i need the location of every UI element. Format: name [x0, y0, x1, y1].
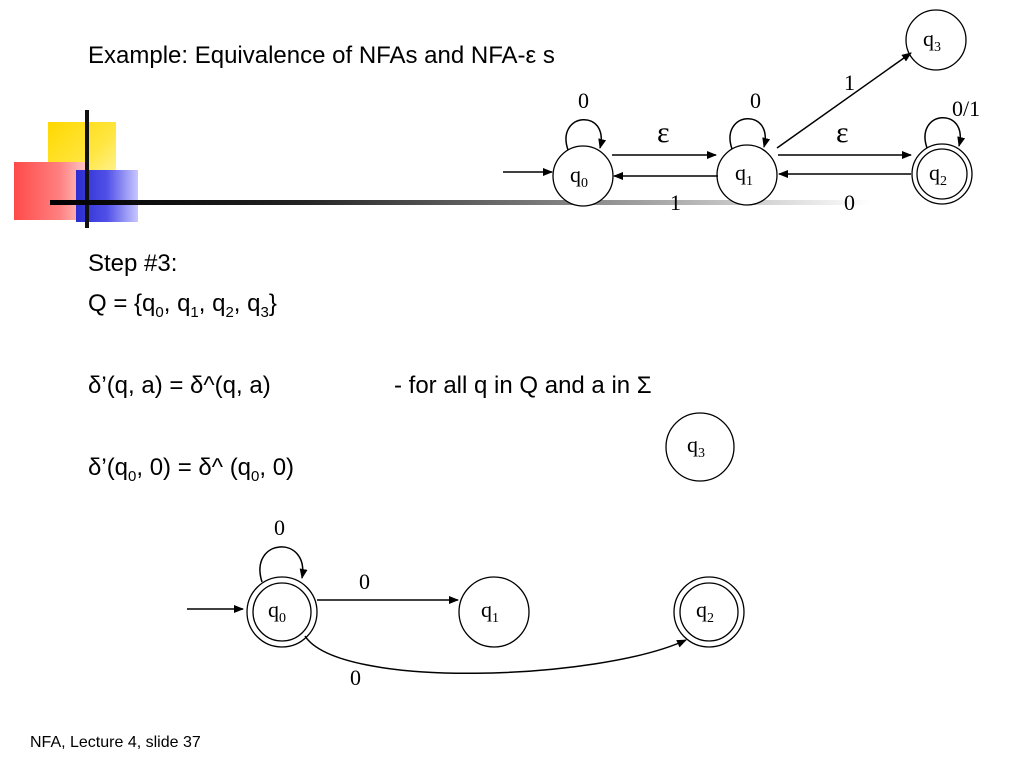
bottom-q0-loop-label: 0: [274, 515, 285, 540]
top-edge-q2-q1-label: 0: [844, 190, 855, 215]
top-state-q2-accepting-inner: [916, 148, 968, 200]
top-q1-self-loop: [729, 118, 771, 150]
decor-vertical-rule: [85, 110, 89, 228]
top-nfa-diagram: q0 q1 q2 q3 0 0 0/1 ε 1 ε 0 1: [503, 9, 980, 215]
top-state-q2-label: q2: [929, 160, 947, 189]
bottom-state-q1-label: q1: [481, 597, 499, 626]
top-state-q1: [716, 144, 778, 206]
bottom-state-q0-label: q0: [268, 597, 286, 626]
slide-footer: NFA, Lecture 4, slide 37: [30, 734, 201, 751]
top-state-q3: [905, 9, 967, 71]
top-state-q3-label: q3: [923, 26, 941, 55]
top-q0-self-loop: [565, 119, 607, 151]
step-heading: Step #3:: [88, 250, 178, 277]
bottom-edge-q0-q2-label: 0: [350, 665, 361, 690]
bottom-state-q2-accepting-inner: [679, 582, 739, 642]
slide-title: Example: Equivalence of NFAs and NFA-ε s: [88, 42, 555, 69]
transition-example: δ’(q0, 0) = δ^ (q0, 0): [88, 454, 295, 485]
top-state-q0-label: q0: [570, 162, 588, 191]
bottom-q0-self-loop: [259, 546, 308, 583]
bottom-state-q1: [458, 576, 530, 648]
bottom-state-q2-label: q2: [696, 597, 714, 626]
top-edge-q0-q1-label: ε: [657, 116, 670, 149]
bottom-edge-q0-q1-label: 0: [359, 569, 370, 594]
bottom-state-q3: [665, 412, 735, 482]
bottom-state-q3-label: q3: [687, 432, 705, 461]
bottom-edge-q0-q2: [304, 635, 687, 675]
title-underline-rule: [50, 200, 870, 205]
top-q1-loop-label: 0: [750, 88, 761, 113]
bottom-nfa-diagram: q3 q0 q1 q2 0 0 0: [187, 412, 745, 690]
top-state-q2-accepting-outer: [911, 143, 973, 205]
bottom-state-q0-accepting-inner: [252, 582, 312, 642]
transition-rule: δ’(q, a) = δ^(q, a): [88, 372, 271, 399]
top-q0-loop-label: 0: [578, 88, 589, 113]
transition-rule-note: - for all q in Q and a in Σ: [394, 372, 652, 399]
top-q2-loop-label: 0/1: [952, 96, 980, 121]
state-set-definition: Q = {q0, q1, q2, q3}: [88, 290, 277, 321]
top-q2-self-loop: [924, 117, 966, 149]
top-edge-q1-q3: [776, 52, 912, 149]
top-edge-q1-q2-label: ε: [836, 116, 849, 149]
top-state-q1-label: q1: [735, 160, 753, 189]
bottom-state-q2-accepting-outer: [673, 576, 745, 648]
top-edge-q1-q0-label: 1: [670, 190, 681, 215]
bottom-state-q0-accepting-outer: [246, 576, 318, 648]
top-edge-q1-q3-label: 1: [844, 70, 855, 95]
